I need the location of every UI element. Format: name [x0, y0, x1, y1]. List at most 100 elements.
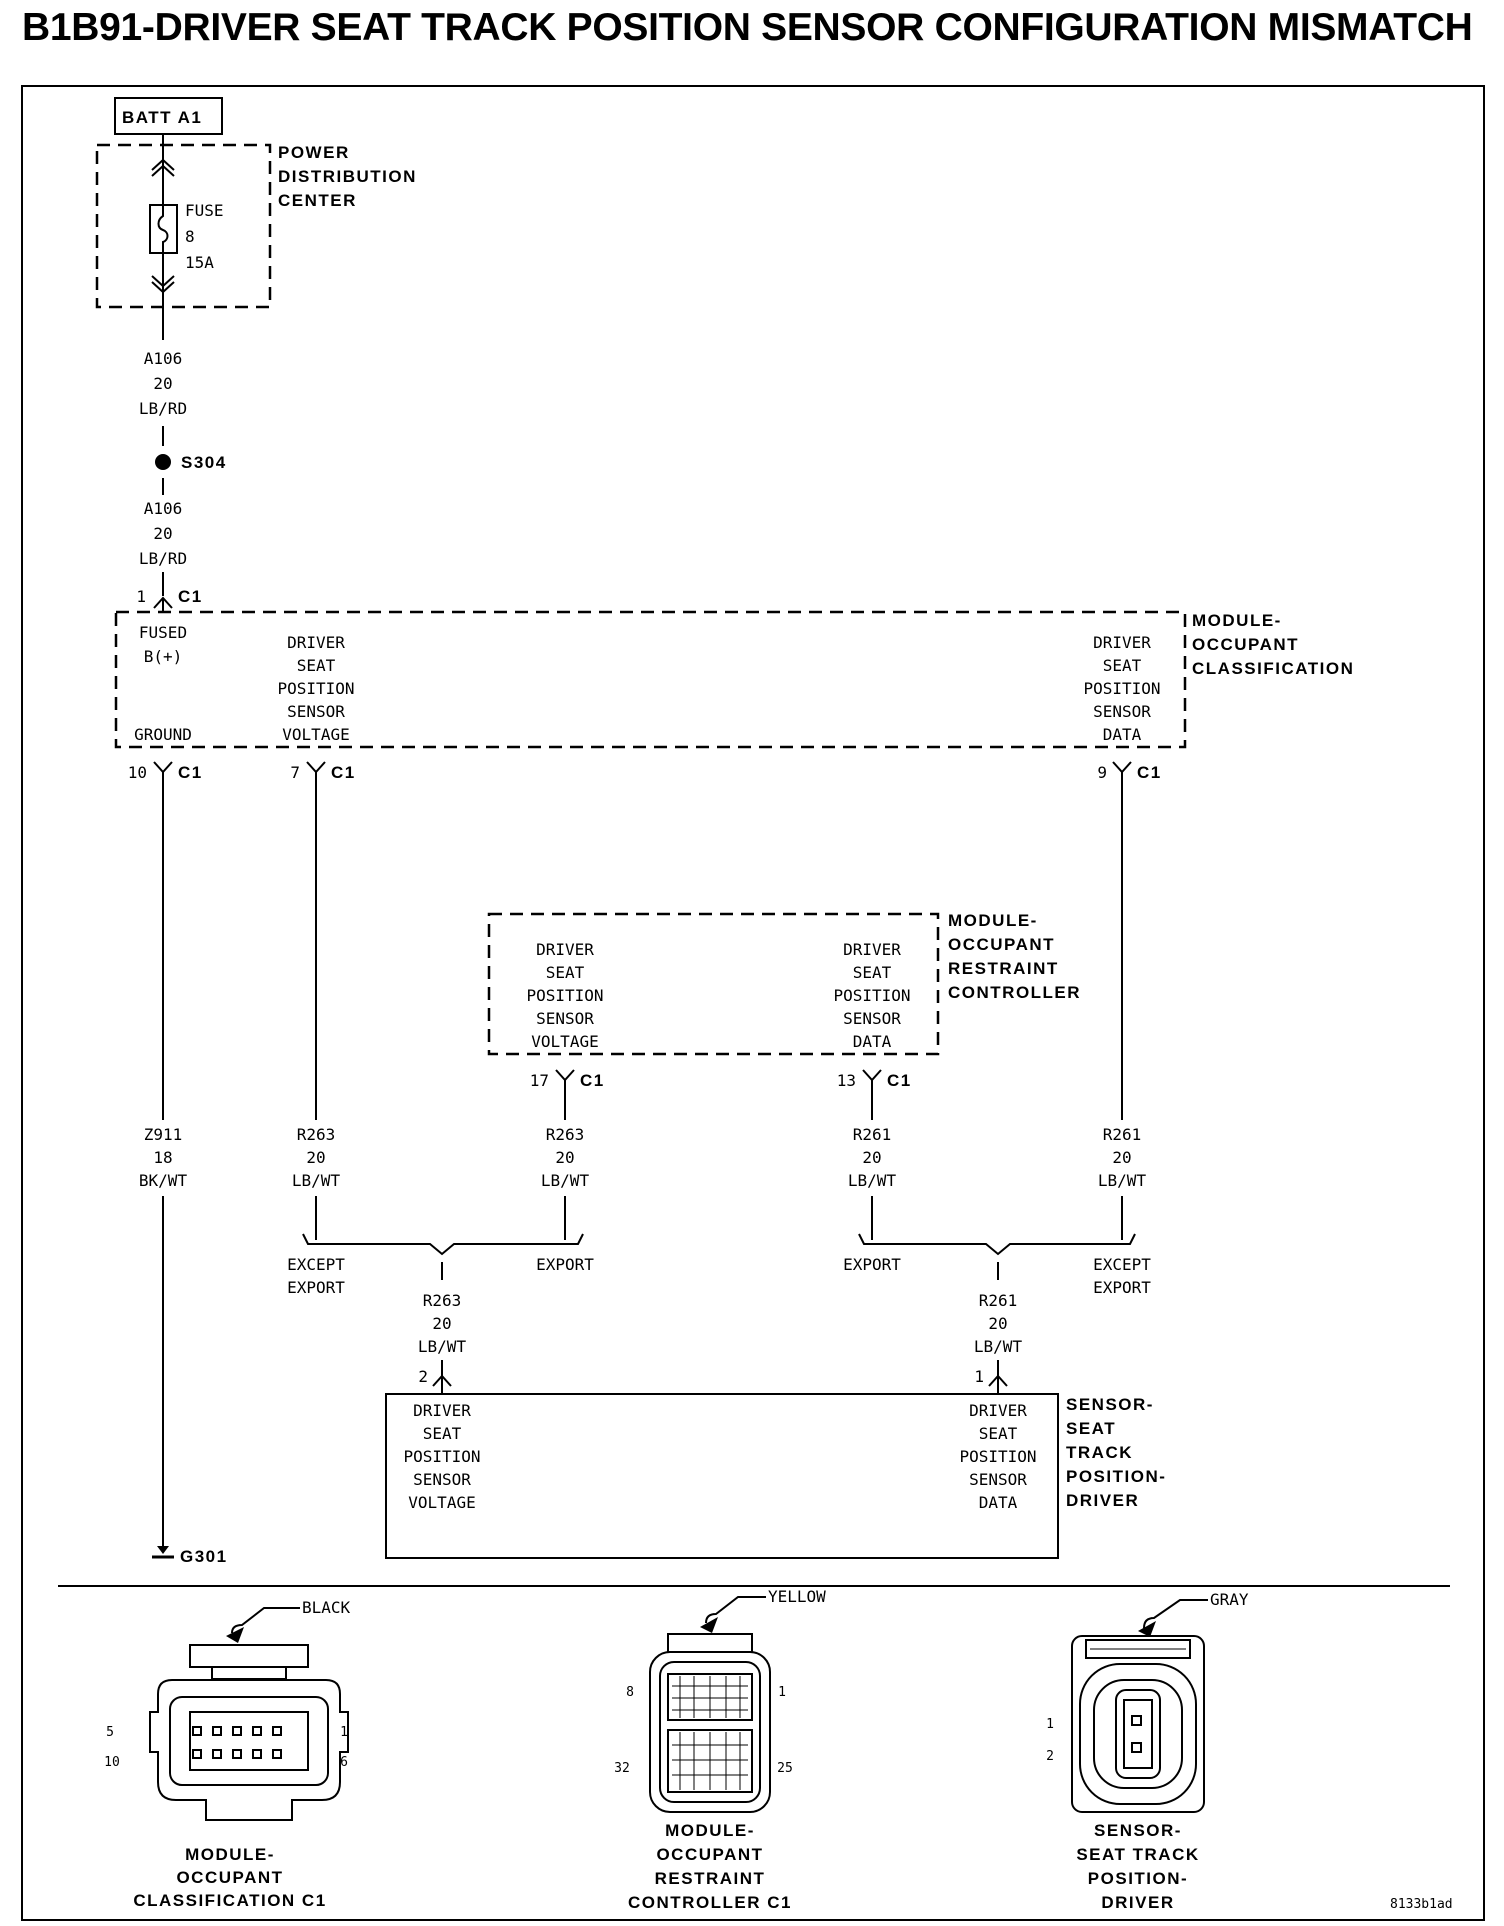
svg-text:DRIVER: DRIVER — [536, 940, 594, 959]
wire-color: LB/RD — [139, 549, 187, 568]
svg-text:LB/WT: LB/WT — [541, 1171, 590, 1190]
connector-name: CLASSIFICATION C1 — [133, 1891, 326, 1910]
orc-c1-connector-icon — [649, 1596, 771, 1813]
fuse-icon — [149, 204, 178, 254]
svg-text:SEAT: SEAT — [423, 1424, 462, 1443]
except-export-label: EXPORT — [1093, 1278, 1151, 1297]
pdc-name-line: DISTRIBUTION — [278, 167, 417, 186]
svg-text:VOLTAGE: VOLTAGE — [531, 1032, 598, 1051]
wire-r263-label: R263 20 LB/WT — [541, 1125, 590, 1190]
connector-label: C1 — [1137, 763, 1162, 782]
connector-name: POSITION- — [1088, 1869, 1188, 1888]
svg-text:R261: R261 — [853, 1125, 892, 1144]
orc-module-name: RESTRAINT — [948, 959, 1059, 978]
pin-number: 6 — [340, 1755, 348, 1770]
pin-number: 10 — [128, 763, 147, 782]
svg-text:SEAT: SEAT — [297, 656, 336, 675]
pin-number: 8 — [626, 1685, 634, 1700]
wire-label: A106 — [144, 499, 183, 518]
svg-text:LB/WT: LB/WT — [1098, 1171, 1147, 1190]
sensor-connector-icon — [1071, 1599, 1208, 1813]
orc-module-name: OCCUPANT — [948, 935, 1055, 954]
wire-r261-label: R261 20 LB/WT — [974, 1291, 1023, 1356]
svg-text:SEAT: SEAT — [546, 963, 585, 982]
svg-text:SENSOR: SENSOR — [536, 1009, 594, 1028]
pin-number: 1 — [340, 1725, 348, 1740]
except-export-label: EXCEPT — [287, 1255, 345, 1274]
pin-number: 13 — [837, 1071, 856, 1090]
svg-text:R263: R263 — [546, 1125, 585, 1144]
svg-text:20: 20 — [306, 1148, 325, 1167]
svg-text:SEAT: SEAT — [1103, 656, 1142, 675]
svg-text:20: 20 — [1112, 1148, 1131, 1167]
wire-label: A106 — [144, 349, 183, 368]
wire-r261-label: R261 20 LB/WT — [848, 1125, 897, 1190]
wire-gauge: 20 — [153, 524, 172, 543]
svg-text:VOLTAGE: VOLTAGE — [282, 725, 349, 744]
svg-text:BK/WT: BK/WT — [139, 1171, 188, 1190]
export-label: EXPORT — [536, 1255, 594, 1274]
wire-z911-label: Z911 18 BK/WT — [139, 1125, 188, 1190]
sensor-name: SEAT — [1066, 1419, 1116, 1438]
svg-text:DATA: DATA — [1103, 725, 1142, 744]
sensor-name: DRIVER — [1066, 1491, 1139, 1510]
sensor-name: POSITION- — [1066, 1467, 1166, 1486]
connector-label: C1 — [580, 1071, 605, 1090]
except-export-label: EXPORT — [287, 1278, 345, 1297]
splice-label: S304 — [181, 453, 227, 472]
ground-label: G301 — [180, 1547, 228, 1566]
connector-name: MODULE- — [185, 1845, 275, 1864]
svg-text:SENSOR: SENSOR — [843, 1009, 901, 1028]
pin-number: 7 — [290, 763, 300, 782]
orc-module-name: CONTROLLER — [948, 983, 1081, 1002]
sensor-data-label: DRIVER SEAT POSITION SENSOR DATA — [959, 1401, 1036, 1512]
occ-data-label: DRIVER SEAT POSITION SENSOR DATA — [1083, 633, 1160, 744]
wire-r263-label: R263 20 LB/WT — [292, 1125, 341, 1190]
occ-module-box — [114, 610, 1187, 749]
connector-name: OCCUPANT — [656, 1845, 763, 1864]
pin-number: 5 — [106, 1725, 114, 1740]
pin-number: 2 — [418, 1367, 428, 1386]
svg-text:DRIVER: DRIVER — [969, 1401, 1027, 1420]
connector-name: RESTRAINT — [655, 1869, 766, 1888]
svg-text:POSITION: POSITION — [833, 986, 910, 1005]
svg-text:SENSOR: SENSOR — [287, 702, 345, 721]
connector-name: SEAT TRACK — [1076, 1845, 1199, 1864]
connector-name: OCCUPANT — [176, 1868, 283, 1887]
pin-number: 2 — [1046, 1749, 1054, 1764]
pdc-box — [95, 143, 272, 309]
pin-number: 1 — [778, 1685, 786, 1700]
pdc-name-line: POWER — [278, 143, 350, 162]
svg-text:DRIVER: DRIVER — [843, 940, 901, 959]
pin-number: 1 — [974, 1367, 984, 1386]
svg-text:DRIVER: DRIVER — [413, 1401, 471, 1420]
connector-color-label: GRAY — [1210, 1590, 1249, 1609]
figure-id: 8133b1ad — [1390, 1897, 1453, 1912]
occ-module-name: CLASSIFICATION — [1192, 659, 1354, 678]
except-export-label: EXCEPT — [1093, 1255, 1151, 1274]
wire-r263-label: R263 20 LB/WT — [418, 1291, 467, 1356]
sensor-voltage-label: DRIVER SEAT POSITION SENSOR VOLTAGE — [403, 1401, 480, 1512]
connector-label: C1 — [331, 763, 356, 782]
svg-text:SENSOR: SENSOR — [969, 1470, 1027, 1489]
pin-function: FUSED — [139, 623, 187, 642]
svg-text:POSITION: POSITION — [959, 1447, 1036, 1466]
svg-text:LB/WT: LB/WT — [848, 1171, 897, 1190]
svg-text:POSITION: POSITION — [526, 986, 603, 1005]
fuse-rating: 15A — [185, 253, 214, 272]
svg-text:LB/WT: LB/WT — [418, 1337, 467, 1356]
svg-text:20: 20 — [432, 1314, 451, 1333]
svg-text:VOLTAGE: VOLTAGE — [408, 1493, 475, 1512]
pin-function: B(+) — [144, 647, 183, 666]
svg-text:R263: R263 — [297, 1125, 336, 1144]
connector-name: CONTROLLER C1 — [628, 1893, 792, 1912]
wire-gauge: 20 — [153, 374, 172, 393]
pdc-name-line: CENTER — [278, 191, 357, 210]
svg-text:DRIVER: DRIVER — [287, 633, 345, 652]
svg-text:LB/WT: LB/WT — [292, 1171, 341, 1190]
option-bracket-left — [302, 1233, 584, 1280]
orc-voltage-label: DRIVER SEAT POSITION SENSOR VOLTAGE — [526, 940, 603, 1051]
svg-text:POSITION: POSITION — [277, 679, 354, 698]
svg-text:DATA: DATA — [853, 1032, 892, 1051]
connector-label: C1 — [178, 587, 203, 606]
